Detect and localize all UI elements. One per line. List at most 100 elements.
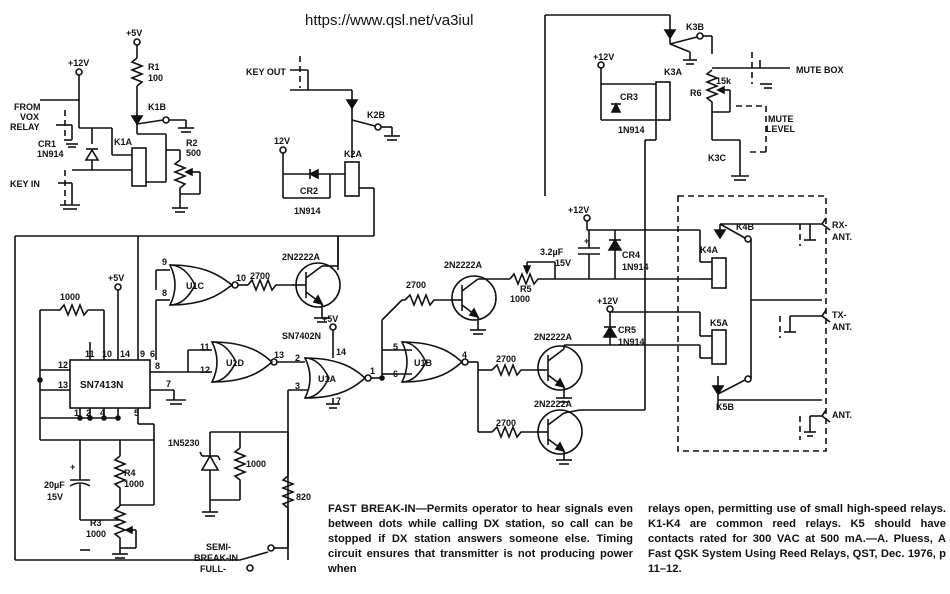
q3-section: 2700 2N2222A +12V CR5 1N914 (491, 296, 700, 403)
label-cr5: CR5 (618, 325, 636, 335)
label-cr3-value: 1N914 (618, 125, 645, 135)
caption-heading: FAST BREAK-IN— (328, 503, 427, 515)
label-ic-sn7413n: SN7413N (80, 380, 123, 391)
rc-section: + 20µF 15V R4 1000 R3 1000 (44, 440, 144, 559)
label-u1b-pin4: 4 (462, 350, 467, 360)
label-u1a-pin2: 2 (295, 353, 300, 363)
label-vox: VOX (20, 112, 39, 122)
u1c-gate: U1C 9 8 10 2700 (162, 257, 292, 306)
label-r2: R2 (186, 138, 198, 148)
label-key-in: KEY IN (10, 179, 40, 189)
label-cr2: CR2 (300, 186, 318, 196)
header-url: https://www.qsl.net/va3iul (305, 12, 473, 29)
label-k3a: K3A (664, 67, 683, 77)
u1b-gate: U1B 5 6 4 (382, 341, 492, 433)
label-r2700-4: 2700 (496, 418, 516, 428)
label-r1000-z: 1000 (246, 459, 266, 469)
label-cr1-value: 1N914 (37, 149, 64, 159)
label-cr5-value: 1N914 (618, 337, 645, 347)
label-plus12v-cr4: +12V (568, 205, 589, 215)
label-u1b-pin5: 5 (393, 342, 398, 352)
label-r2700-3: 2700 (496, 354, 516, 364)
caption-left-body: Permits operator to hear signals even be… (328, 503, 633, 575)
label-u1d-pin11: 11 (200, 342, 210, 352)
label-q3: 2N2222A (534, 332, 573, 342)
label-from: FROM (14, 102, 41, 112)
label-semi-1: SEMI- (206, 542, 231, 552)
label-c20: 20µF (44, 480, 65, 490)
label-k3b: K3B (686, 22, 705, 32)
label-zener: 1N5230 (168, 438, 200, 448)
caption-left: FAST BREAK-IN—Permits operator to hear s… (328, 502, 633, 577)
label-sn7402n: SN7402N (282, 331, 321, 341)
label-r2700-1: 2700 (250, 271, 270, 281)
k3-section: K3B MUTE BOX 15k R6 MUTE LEVEL K3C +12V (544, 14, 844, 411)
label-cr4-value: 1N914 (622, 262, 649, 272)
label-c20-voltage: 15V (47, 492, 63, 502)
label-relay: RELAY (10, 122, 40, 132)
label-k1a: K1A (114, 137, 133, 147)
label-pin7: 7 (166, 379, 171, 389)
label-plus12v-left: +12V (68, 58, 89, 68)
label-c32-plus: + (584, 236, 589, 246)
label-u1d-pin13: 13 (274, 350, 284, 360)
label-r6: R6 (690, 88, 702, 98)
label-pin4: 4 (100, 408, 105, 418)
q2-section: 2700 2N2222A R5 1000 3.2µF 15V + +12V (404, 205, 700, 335)
label-pin2: 2 (86, 408, 91, 418)
label-plus5v-ic: +5V (108, 273, 124, 283)
label-pin6: 6 (150, 349, 155, 359)
label-k4b: K4B (736, 222, 755, 232)
label-q1: 2N2222A (282, 252, 321, 262)
label-k3c: K3C (708, 153, 727, 163)
label-pin1: 1 (74, 408, 79, 418)
label-r1000-top: 1000 (60, 292, 80, 302)
label-r2700-2: 2700 (406, 280, 426, 290)
q4-section: 2700 2N2222A (491, 399, 583, 465)
caption-right: relays open, permitting use of small hig… (648, 503, 946, 575)
label-mute-level-1: MUTE (768, 114, 794, 124)
label-r3: R3 (90, 518, 102, 528)
label-plus12v-cr5: +12V (597, 296, 618, 306)
label-semi-2: BREAK-IN (194, 553, 238, 563)
label-pin14: 14 (120, 349, 130, 359)
label-u1a-pin3: 3 (295, 381, 300, 391)
label-r1: R1 (148, 62, 160, 72)
k2-section: KEY OUT K2B K2A 12V CR2 1N914 (246, 56, 400, 270)
label-u1a-pin7: 7 (336, 396, 341, 406)
label-pin9: 9 (140, 349, 145, 359)
label-plus12v-k2: 12V (274, 136, 290, 146)
label-key-out: KEY OUT (246, 67, 286, 77)
antenna-relay-box: K4A K4B RX- ANT. K5A TX- ANT. (677, 195, 852, 452)
label-pin10: 10 (102, 349, 112, 359)
label-u1a-pin14: 14 (336, 347, 346, 357)
label-u1b-pin6: 6 (393, 369, 398, 379)
label-u1a-pin1: 1 (370, 366, 375, 376)
label-u1c-pin9: 9 (162, 257, 167, 267)
label-tx-ant: TX- (832, 310, 847, 320)
label-q4: 2N2222A (534, 399, 573, 409)
label-k5b: K5B (716, 402, 735, 412)
label-r4-value: 1000 (124, 479, 144, 489)
label-k1b: K1B (148, 102, 167, 112)
label-k2b: K2B (367, 110, 386, 120)
label-q2: 2N2222A (444, 260, 483, 270)
label-full: FULL- (200, 564, 226, 574)
label-ant: ANT. (832, 410, 852, 420)
label-r3-value: 1000 (86, 529, 106, 539)
label-cr1: CR1 (38, 139, 56, 149)
label-r6-value: 15k (716, 76, 732, 86)
r1-section: +5V R1 100 K1B (126, 28, 194, 134)
label-cr2-value: 1N914 (294, 206, 321, 216)
label-r2-value: 500 (186, 148, 201, 158)
label-r4: R4 (124, 468, 136, 478)
label-pin13: 13 (58, 380, 68, 390)
sn7413n-ic: +5V SN7413N 1000 12 13 11 10 14 9 8 7 6 (14, 235, 338, 560)
label-tx-ant-2: ANT. (832, 322, 852, 332)
label-c20-plus: + (70, 462, 75, 472)
label-u1b: U1B (414, 358, 433, 368)
q1-transistor: 2N2222A (282, 236, 341, 323)
label-plus5v-u1a: +5V (322, 314, 338, 324)
u1a-gate: SN7402N +5V 14 U1A 2 3 1 7 (282, 299, 405, 560)
